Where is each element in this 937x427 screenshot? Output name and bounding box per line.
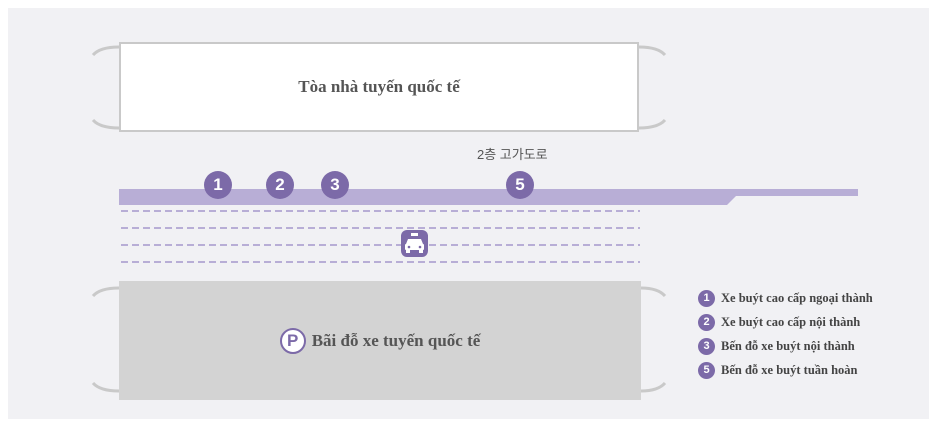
- terminal-right-bracket-top: [638, 45, 667, 57]
- legend-number: 2: [698, 313, 715, 331]
- terminal-right-bracket-bottom: [638, 118, 667, 130]
- elevated-road: [119, 189, 858, 205]
- parking-right-bracket-bottom: [640, 381, 667, 393]
- terminal-left-bracket-top: [91, 45, 120, 57]
- taxi-icon: [401, 230, 428, 257]
- legend-number: 3: [698, 337, 715, 355]
- legend-number: 5: [698, 361, 715, 379]
- legend-item: 1 Xe buýt cao cấp ngoại thành: [698, 289, 873, 307]
- legend: 1 Xe buýt cao cấp ngoại thành 2 Xe buýt …: [698, 289, 873, 385]
- legend-item: 5 Bến đỗ xe buýt tuần hoàn: [698, 361, 873, 379]
- parking-icon: P: [279, 327, 306, 354]
- parking-left-bracket-bottom: [91, 381, 120, 393]
- floor-label: 2층 고가도로: [477, 147, 548, 162]
- legend-label: Bến đỗ xe buýt tuần hoàn: [721, 362, 858, 377]
- legend-item: 3 Bến đỗ xe buýt nội thành: [698, 337, 873, 355]
- parking-right-bracket-top: [640, 286, 667, 298]
- international-terminal-building: Tòa nhà tuyến quốc tế: [119, 42, 639, 132]
- legend-label: Xe buýt cao cấp nội thành: [721, 314, 861, 329]
- parking-left-bracket-top: [91, 286, 120, 298]
- parking-label: Bãi đỗ xe tuyến quốc tế: [311, 330, 481, 350]
- stop-badge-3: 3: [321, 171, 349, 199]
- legend-number: 1: [698, 289, 715, 307]
- legend-label: Xe buýt cao cấp ngoại thành: [721, 290, 873, 305]
- stop-badge-1: 1: [204, 171, 232, 199]
- stop-badge-2: 2: [266, 171, 294, 199]
- legend-label: Bến đỗ xe buýt nội thành: [721, 338, 855, 353]
- international-parking-lot: P Bãi đỗ xe tuyến quốc tế: [119, 281, 641, 400]
- legend-item: 2 Xe buýt cao cấp nội thành: [698, 313, 873, 331]
- stop-badge-5: 5: [506, 171, 534, 199]
- terminal-label: Tòa nhà tuyến quốc tế: [298, 77, 460, 96]
- terminal-left-bracket-bottom: [91, 118, 120, 130]
